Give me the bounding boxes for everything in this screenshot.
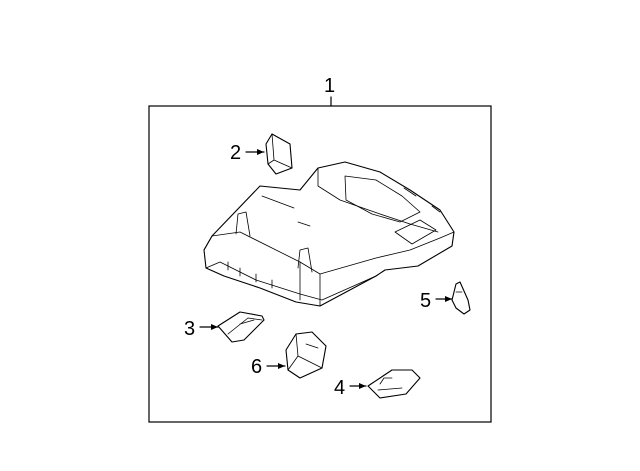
callout-6-label: 6 [251, 356, 262, 378]
callout-3-label: 3 [184, 318, 195, 340]
callout-5-label: 5 [420, 290, 431, 312]
callout-1-label: 1 [324, 75, 335, 97]
callout-2: 2 [230, 142, 265, 164]
callout-5: 5 [420, 290, 453, 312]
callout-2-label: 2 [230, 142, 241, 164]
callout-4: 4 [334, 377, 367, 399]
console-housing [203, 161, 455, 307]
assembly-frame [148, 105, 492, 423]
part-5-bulb [451, 281, 471, 315]
callout-4-label: 4 [334, 377, 345, 399]
part-6-lens [285, 331, 327, 379]
callout-1: 1 [324, 75, 335, 107]
part-3-lens [217, 311, 265, 343]
callout-6: 6 [251, 356, 286, 378]
callout-3: 3 [184, 318, 219, 340]
part-4-lens [367, 369, 421, 399]
part-2-lens [265, 133, 293, 175]
